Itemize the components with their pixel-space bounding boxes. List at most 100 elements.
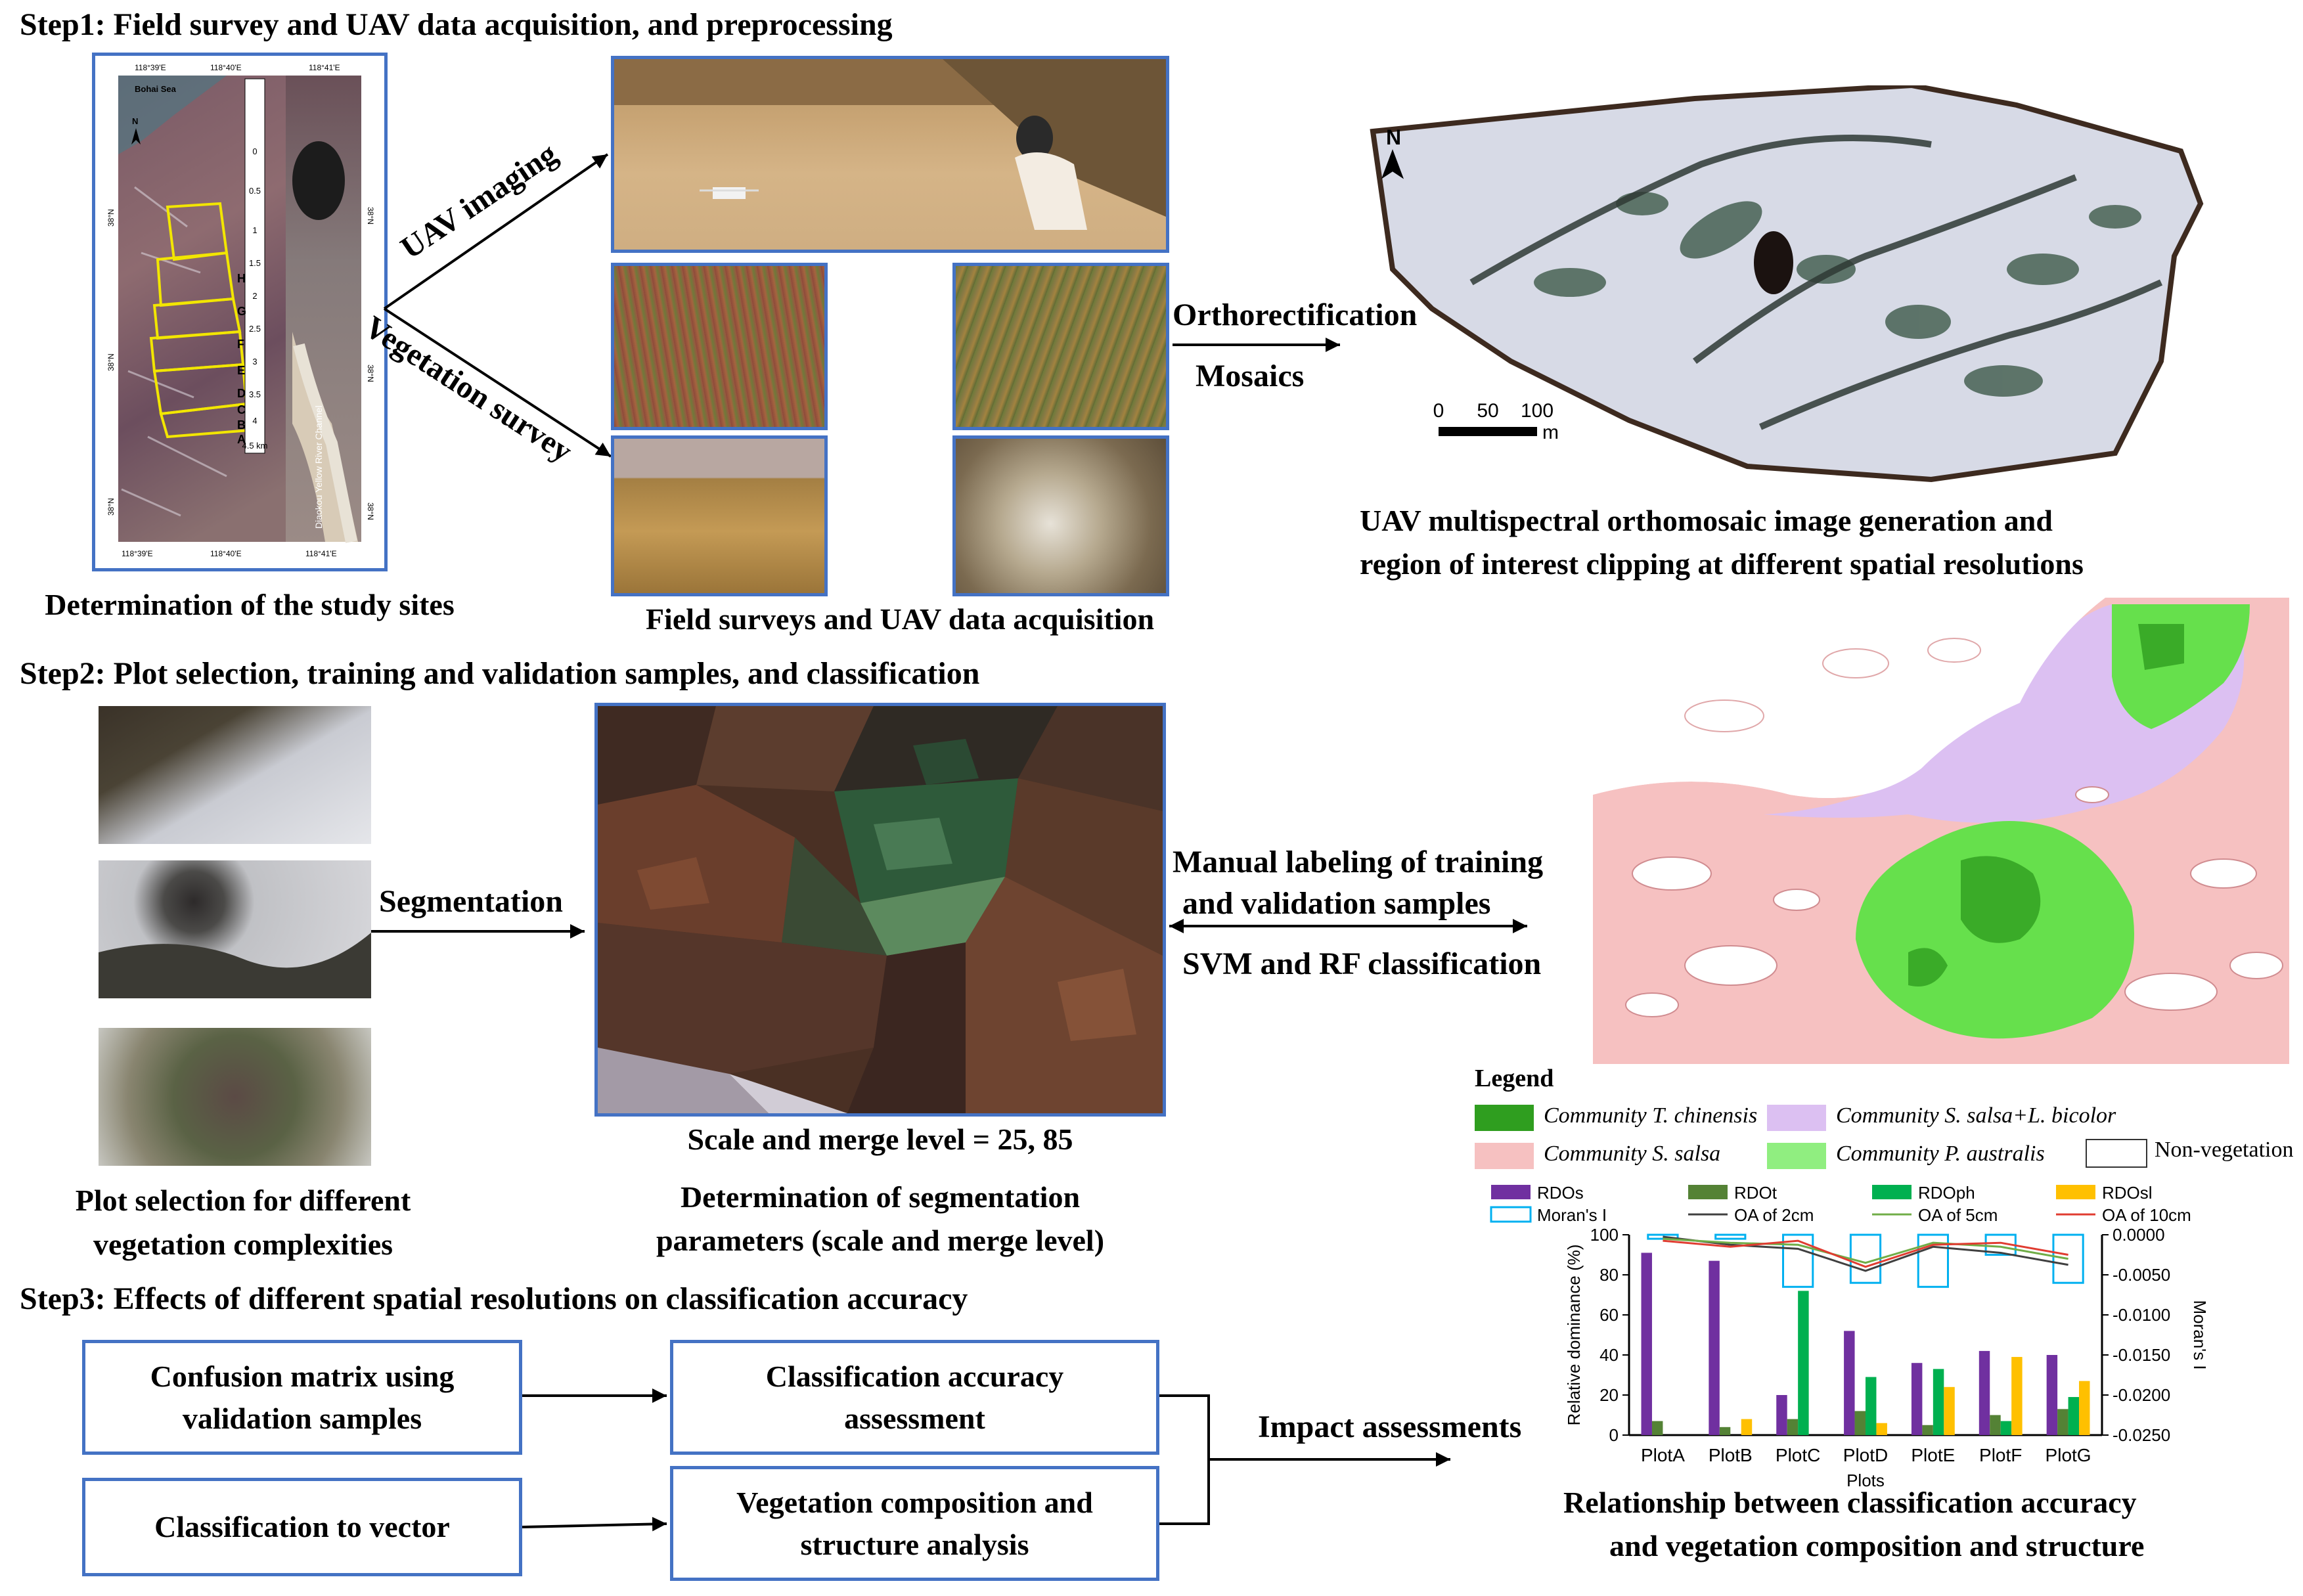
map-scale-label: 3.5: [249, 389, 261, 399]
y-tick-label: 100: [1590, 1225, 1619, 1245]
orthomosaic-image: N 0 50 100 m: [1370, 85, 2204, 483]
map-scale-label: 4.5 km: [242, 441, 267, 451]
map-tick-left: 38°N: [106, 498, 116, 516]
svg-text:N: N: [1386, 125, 1401, 149]
legend-label: RDOph: [1918, 1183, 1975, 1203]
plot-letter: H: [237, 272, 246, 285]
drone-icon: [700, 187, 759, 199]
oa-line: [1663, 1239, 2068, 1268]
x-tick-label: PlotC: [1776, 1445, 1820, 1465]
y-tick-label: 60: [1599, 1305, 1619, 1325]
chart-bar: [1944, 1386, 1955, 1435]
arrow-label-mosaics: Mosaics: [1196, 359, 1305, 393]
svg-text:N: N: [132, 116, 138, 126]
legend-swatch-non-vegetation: [2086, 1139, 2147, 1168]
ortho-scale-label: 100: [1521, 400, 1554, 422]
legend-label: RDOs: [1537, 1183, 1584, 1203]
x-tick-label: PlotE: [1911, 1445, 1955, 1465]
ortho-scale-unit: m: [1542, 422, 1559, 443]
map-scale-label: 2.5: [249, 324, 261, 334]
classification-map: [1593, 598, 2289, 1064]
labeling-double-arrow: [1169, 919, 1527, 933]
legend-label-t-chinensis: Community T. chinensis: [1544, 1103, 1758, 1128]
study-site-map: 0 0.5 1 1.5 2 2.5 3 3.5 4 4.5 km H G F E…: [92, 53, 388, 571]
caption-study-sites: Determination of the study sites: [45, 588, 455, 621]
chart-bar: [2068, 1397, 2080, 1435]
caption-orthomosaic-line1: UAV multispectral orthomosaic image gene…: [1360, 504, 2053, 537]
chart-bar: [1641, 1252, 1652, 1435]
plot-letter: E: [237, 364, 245, 377]
arrow-label-impact-assessments: Impact assessments: [1258, 1409, 1522, 1444]
map-tick-bottom: 118°40'E: [210, 549, 242, 558]
north-arrow-icon: N: [1381, 125, 1404, 179]
x-tick-label: PlotA: [1641, 1445, 1685, 1465]
legend-swatch-p-australis: [1767, 1143, 1826, 1169]
classification-legend: Legend Community T. chinensis Community …: [1471, 1064, 2299, 1176]
survey-arrows: [383, 153, 612, 458]
caption-orthomosaic-line2: region of interest clipping at different…: [1360, 547, 2084, 581]
legend-swatch-t-chinensis: [1475, 1105, 1534, 1131]
y2-tick-label: -0.0200: [2113, 1385, 2170, 1405]
morans-i-box: [1917, 1233, 1949, 1288]
plot-letter: B: [237, 418, 246, 432]
segmentation-image-svg: [598, 706, 1163, 1113]
caption-relationship-line1: Relationship between classification accu…: [1563, 1486, 2137, 1519]
box-accuracy-assessment: Classification accuracy assessment: [670, 1340, 1159, 1455]
y-tick-label: 20: [1599, 1385, 1619, 1405]
chart-bar: [1922, 1425, 1933, 1435]
chart-bar: [2057, 1409, 2068, 1435]
y2-tick-label: -0.0250: [2113, 1425, 2170, 1445]
map-scale-label: 0: [252, 146, 257, 156]
caption-relationship-line2: and vegetation composition and structure: [1609, 1529, 2145, 1563]
y-tick-label: 80: [1599, 1265, 1619, 1285]
plot-letter: F: [237, 338, 244, 351]
vegetation-photo-4: [952, 435, 1169, 596]
legend-swatch: [1872, 1185, 1912, 1199]
segmentation-image: [594, 703, 1166, 1117]
ortho-scale-label: 0: [1433, 400, 1444, 422]
caption-plots-line1: Plot selection for different: [75, 1184, 411, 1217]
chart-bar: [1876, 1423, 1887, 1435]
map-tick-right: 38°N: [366, 207, 375, 225]
chart-bar: [2046, 1355, 2058, 1435]
study-site-map-svg: 0 0.5 1 1.5 2 2.5 3 3.5 4 4.5 km H G F E…: [106, 63, 375, 558]
legend-swatch-s-salsa: [1475, 1143, 1534, 1169]
caption-field-surveys: Field surveys and UAV data acquisition: [645, 602, 1155, 636]
y2-tick-label: -0.0150: [2113, 1345, 2170, 1365]
x-axis-label: Plots: [1846, 1471, 1885, 1490]
plot-letter: A: [237, 433, 246, 446]
legend-label: RDOsl: [2102, 1183, 2153, 1203]
north-arrow-icon: N: [131, 116, 141, 144]
segmentation-arrow: [371, 924, 585, 939]
y2-tick-label: -0.0100: [2113, 1305, 2170, 1325]
plot-thumbnail-1: [99, 706, 371, 844]
map-tick-right: 38°N: [366, 365, 375, 382]
y-axis-label: Relative dominance (%): [1564, 1244, 1584, 1425]
y-tick-label: 0: [1609, 1425, 1619, 1445]
step2-title: Step2: Plot selection, training and vali…: [20, 656, 980, 691]
caption-segmentation-line2: parameters (scale and merge level): [656, 1224, 1105, 1257]
box-composition-analysis: Vegetation composition and structure ana…: [670, 1466, 1159, 1581]
river-label: Diaokou Yellow River Channel: [313, 405, 324, 529]
arrow-label-manual-labeling-line1: Manual labeling of training: [1173, 845, 1544, 879]
chart-bar: [1787, 1419, 1799, 1435]
arrow-label-segmentation: Segmentation: [379, 884, 563, 919]
vegetation-photo-1: [611, 263, 828, 430]
map-scale-label: 1.5: [249, 258, 261, 268]
box-confusion-matrix: Confusion matrix using validation sample…: [82, 1340, 522, 1455]
y2-axis-label: Moran's I: [2190, 1300, 2210, 1369]
map-scale-label: 4: [252, 416, 257, 426]
box-classification-to-vector: Classification to vector: [82, 1478, 522, 1576]
oa-line: [1663, 1235, 2068, 1272]
x-tick-label: PlotB: [1709, 1445, 1753, 1465]
y2-tick-label: -0.0050: [2113, 1265, 2170, 1285]
legend-label-p-australis: Community P. australis: [1836, 1142, 2045, 1166]
caption-scale-merge: Scale and merge level = 25, 85: [687, 1122, 1073, 1156]
chart-bar: [1776, 1395, 1787, 1435]
map-scale-label: 1: [252, 225, 257, 235]
step3-arrows: [522, 1388, 1450, 1532]
chart-bar: [1979, 1350, 1990, 1435]
chart-bar: [1798, 1291, 1809, 1435]
chart-bar: [1911, 1363, 1923, 1435]
